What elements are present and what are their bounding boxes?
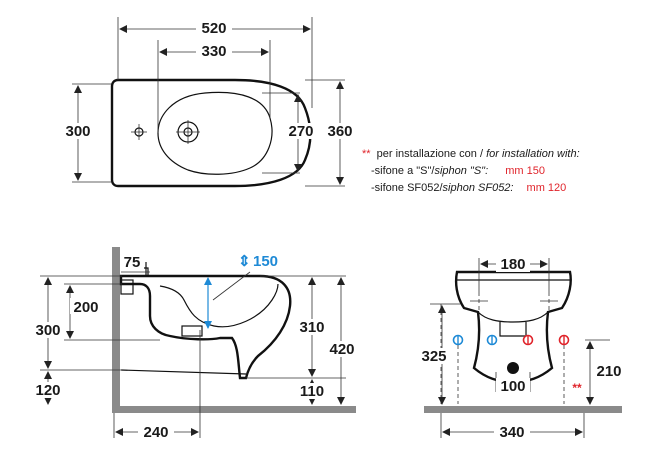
dim-110: 110 — [300, 383, 324, 400]
front-view: 180 325 100 210 ** — [418, 256, 626, 441]
dim-270: 270 — [288, 123, 313, 140]
top-view-outline — [110, 78, 312, 188]
dim-420: 420 — [329, 341, 354, 358]
wall — [112, 247, 120, 410]
dim-150: 150 — [253, 253, 278, 270]
dim-210: 210 — [596, 363, 621, 380]
installation-note: ** per installazione con / for installat… — [362, 148, 580, 194]
blue-arrow-icon: ⇕ — [238, 253, 251, 270]
dim-200: 200 — [73, 299, 98, 316]
dim-240: 240 — [143, 424, 168, 441]
top-view-basin — [157, 91, 273, 175]
red-marker: ** — [572, 381, 582, 395]
dim-360: 360 — [327, 123, 352, 140]
svg-text:-sifone a "S"/siphon "S":: -sifone a "S"/siphon "S": mm 150 — [371, 165, 545, 177]
dim-120: 120 — [35, 382, 60, 399]
dim-100: 100 — [500, 378, 525, 395]
dim-340: 340 — [499, 424, 524, 441]
top-view: 520 330 300 270 360 — [62, 17, 358, 188]
side-view-outline — [119, 274, 292, 380]
drain-hole — [507, 362, 519, 374]
dim-325: 325 — [421, 348, 446, 365]
dim-180: 180 — [500, 256, 525, 273]
floor-front — [424, 406, 622, 413]
dim-300-side: 300 — [35, 322, 60, 339]
svg-text:-sifone SF052/siphon SF052:: -sifone SF052/siphon SF052: mm 120 — [371, 182, 566, 194]
dim-520: 520 — [201, 20, 226, 37]
side-view: 75 ⇕ 150 200 300 120 310 420 — [32, 247, 362, 441]
dim-330: 330 — [201, 43, 226, 60]
dim-75: 75 — [124, 254, 141, 271]
dim-300-top: 300 — [65, 123, 90, 140]
note-marker: ** — [362, 148, 371, 160]
floor-side — [112, 406, 356, 413]
svg-text:** per installazione con: ** per installazione con / for installat… — [362, 148, 580, 160]
dim-310: 310 — [299, 319, 324, 336]
